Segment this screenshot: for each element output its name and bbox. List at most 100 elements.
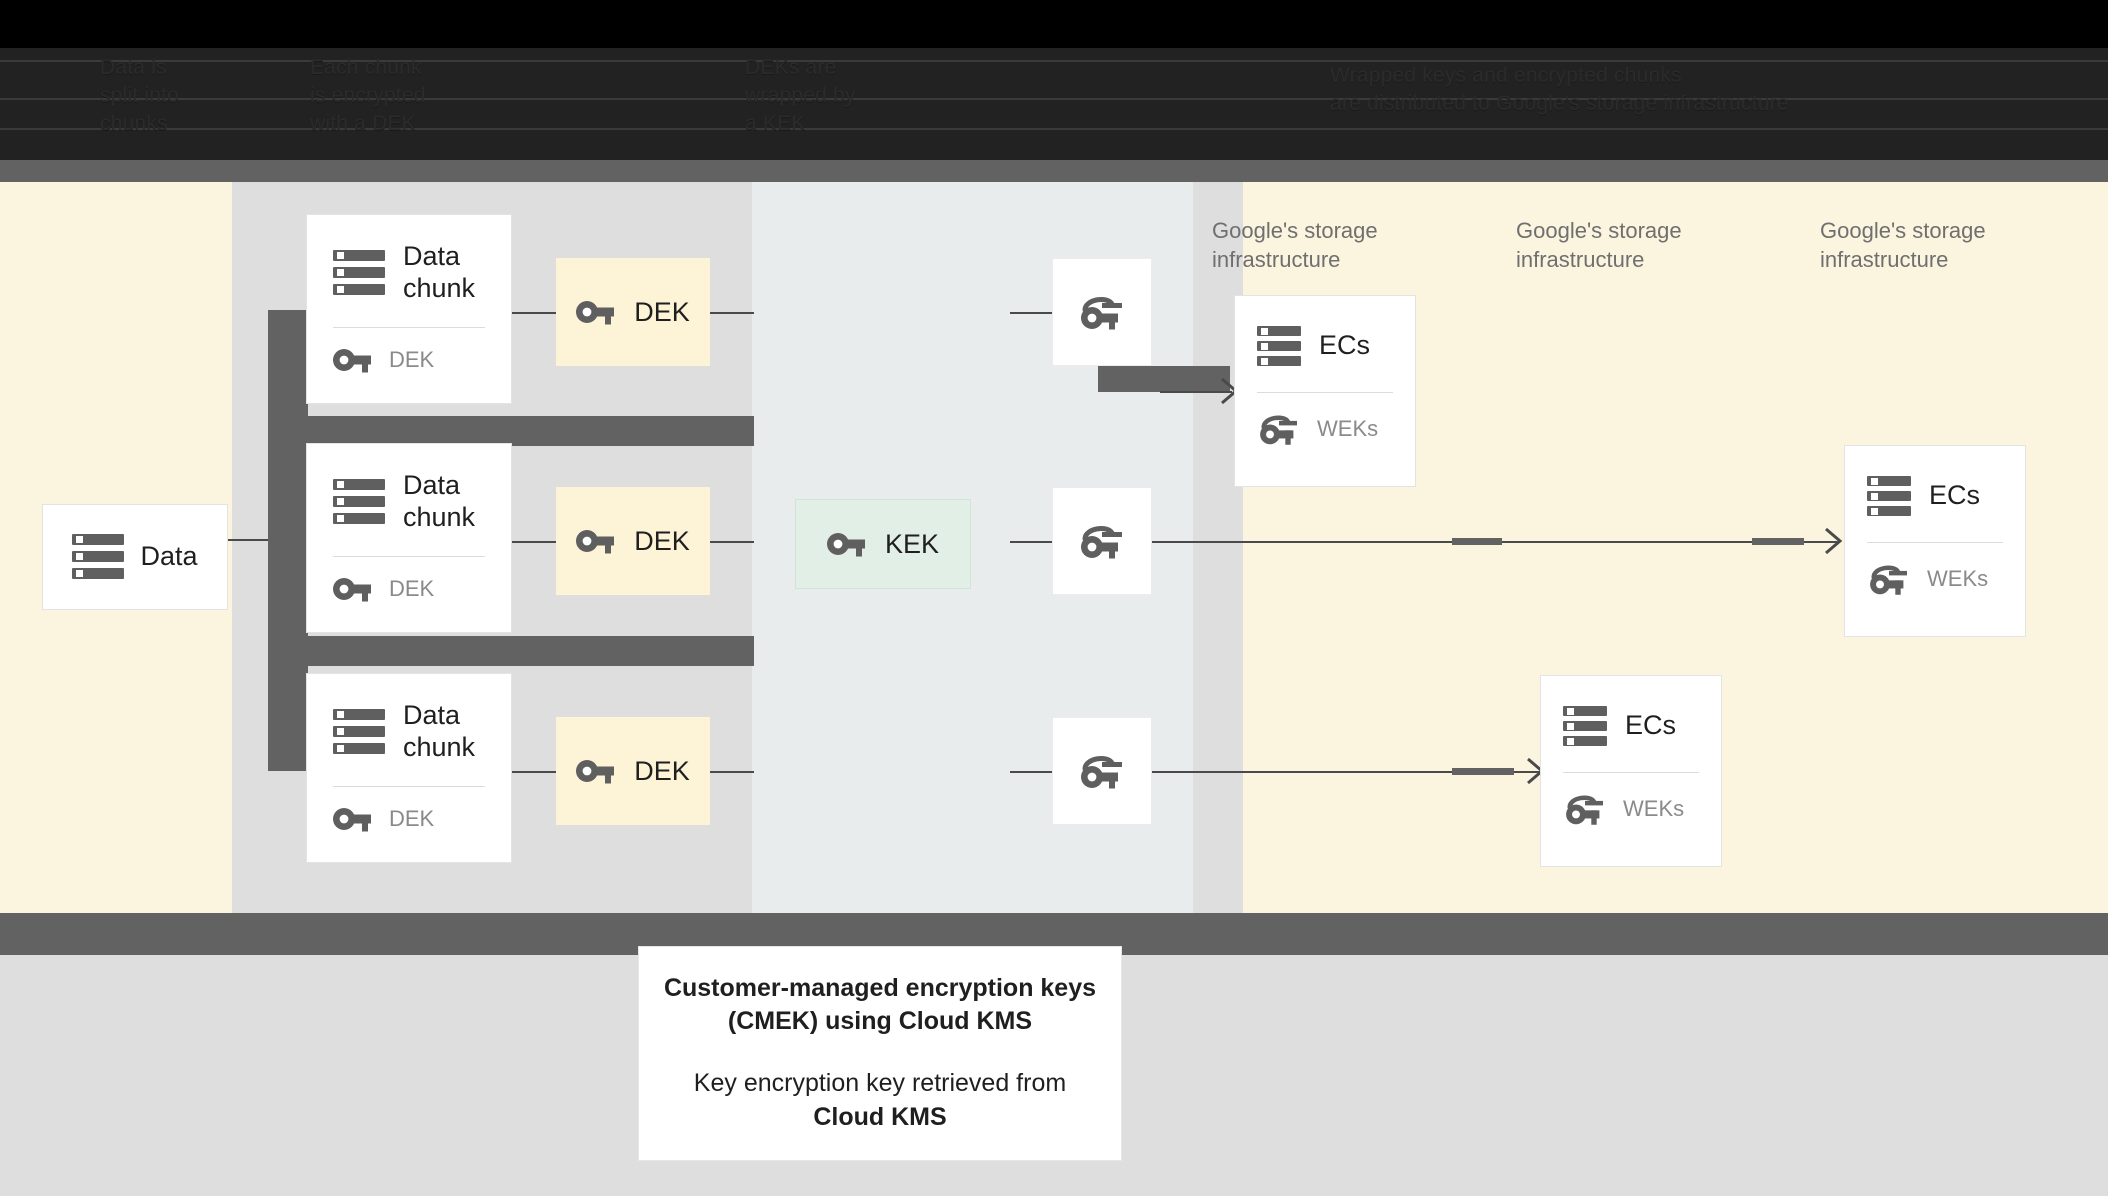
card-divider	[1257, 392, 1393, 393]
card-ecs[interactable]: ECs WEKs	[1844, 445, 2026, 637]
connector-kek-wk2	[1010, 541, 1052, 543]
wrapped-key-icon	[1078, 292, 1126, 332]
trunk-branch-bottom	[268, 636, 754, 666]
trunk-branch-top	[268, 416, 754, 446]
database-icon	[1257, 326, 1301, 366]
card-ecs[interactable]: ECs WEKs	[1540, 675, 1722, 867]
database-icon	[333, 478, 385, 525]
card-header: Data chunk	[307, 215, 511, 305]
card-footer: DEK	[307, 328, 511, 396]
chip-dek[interactable]: DEK	[556, 258, 710, 366]
card-data-chunk[interactable]: Data chunk DEK	[306, 673, 512, 863]
card-header: Data chunk	[307, 674, 511, 764]
connector-dek1-out	[710, 312, 754, 314]
trunk-vertical-bar	[268, 310, 308, 771]
legend-rule	[0, 98, 2108, 100]
card-data[interactable]: Data	[42, 504, 228, 610]
card-data-chunk[interactable]: Data chunk DEK	[306, 443, 512, 633]
card-footer: DEK	[307, 787, 511, 855]
card-footer: WEKs	[1235, 393, 1415, 467]
keybox-wrapped-key[interactable]	[1052, 717, 1152, 825]
chip-dek-label: DEK	[634, 755, 690, 786]
card-title: ECs	[1319, 330, 1371, 361]
card-title: ECs	[1625, 710, 1677, 741]
card-header: ECs	[1541, 676, 1721, 746]
database-icon	[1867, 476, 1911, 516]
legend-rule	[0, 128, 2108, 130]
key-icon	[333, 805, 373, 833]
caption-subtitle-strong: Cloud KMS	[813, 1103, 947, 1131]
wrapped-key-icon	[1078, 751, 1126, 791]
caption-subtitle-prefix: Key encryption key retrieved from	[693, 1069, 1067, 1098]
flow-seg-row2-b	[1752, 538, 1804, 545]
card-sub-label: DEK	[389, 805, 435, 831]
connector-kek-wk3	[1010, 771, 1052, 773]
caption-box: Customer-managed encryption keys (CMEK) …	[638, 946, 1122, 1161]
flow-line-row1	[1160, 391, 1232, 393]
legend-rule	[0, 60, 2108, 62]
chip-dek-label: DEK	[634, 525, 690, 556]
keybox-wrapped-key[interactable]	[1052, 258, 1152, 366]
card-title: Data chunk	[403, 700, 476, 762]
frame-bar-top	[0, 160, 2108, 182]
card-divider	[333, 326, 485, 328]
card-divider	[333, 555, 485, 557]
arrowhead-row2-icon	[1825, 527, 1843, 555]
card-title: Data chunk	[403, 241, 476, 303]
card-footer: DEK	[307, 557, 511, 625]
caption-title: Customer-managed encryption keys (CMEK) …	[663, 974, 1097, 1035]
card-header: ECs	[1235, 296, 1415, 366]
wrapped-key-icon	[1867, 561, 1911, 597]
key-icon	[826, 530, 867, 558]
keybox-wrapped-key[interactable]	[1052, 487, 1152, 595]
card-header: ECs	[1845, 446, 2025, 516]
chip-kek[interactable]: KEK	[795, 499, 971, 589]
chip-kek-label: KEK	[884, 528, 940, 559]
card-sub-label: WEKs	[1623, 796, 1685, 821]
card-footer: WEKs	[1845, 543, 2025, 617]
connector-chunk1-dek	[512, 312, 556, 314]
database-icon	[1563, 706, 1607, 746]
legend-text-storage: Wrapped keys and encrypted chunks are di…	[1330, 64, 1789, 115]
legend-text-chunks: Data is split into chunks	[100, 56, 180, 135]
card-sub-label: WEKs	[1317, 416, 1379, 441]
card-data-chunk[interactable]: Data chunk DEK	[306, 214, 512, 404]
legend-band	[0, 48, 2108, 160]
flow-seg-row3	[1452, 768, 1514, 775]
card-footer: WEKs	[1541, 773, 1721, 847]
key-icon	[576, 527, 616, 555]
chip-dek-label: DEK	[634, 296, 690, 327]
legend-strip: Data is split into chunks Each chunk is …	[0, 0, 2108, 160]
storage-infra-label: Google's storage infrastructure	[1820, 218, 1986, 272]
card-divider	[1563, 772, 1699, 773]
database-icon	[72, 534, 125, 580]
caption-subtitle: Key encryption key retrieved from Cloud …	[663, 1067, 1097, 1135]
card-title: ECs	[1929, 480, 1981, 511]
wrapped-key-icon	[1078, 521, 1126, 561]
card-sub-label: DEK	[389, 575, 435, 601]
wrapped-key-icon	[1257, 411, 1301, 447]
card-divider	[1867, 542, 2003, 543]
key-icon	[576, 757, 616, 785]
chip-dek[interactable]: DEK	[556, 717, 710, 825]
card-divider	[333, 785, 485, 787]
key-icon	[576, 298, 616, 326]
connector-dek2-out	[710, 541, 754, 543]
key-icon	[333, 346, 373, 374]
key-icon	[333, 575, 373, 603]
card-ecs[interactable]: ECs WEKs	[1234, 295, 1416, 487]
card-title: Data chunk	[403, 470, 476, 532]
legend-text-wrap: DEKs are wrapped by a KEK	[745, 56, 856, 135]
flow-seg-row2-a	[1452, 538, 1502, 545]
connector-dek3-out	[710, 771, 754, 773]
flow-bar-row1	[1098, 366, 1230, 392]
card-header: Data chunk	[307, 444, 511, 534]
card-data-title: Data	[140, 541, 198, 572]
connector-chunk3-dek	[512, 771, 556, 773]
wrapped-key-icon	[1563, 791, 1607, 827]
database-icon	[333, 708, 385, 755]
lane-gray-right	[1193, 182, 1243, 913]
chip-dek[interactable]: DEK	[556, 487, 710, 595]
storage-infra-label: Google's storage infrastructure	[1212, 218, 1378, 272]
